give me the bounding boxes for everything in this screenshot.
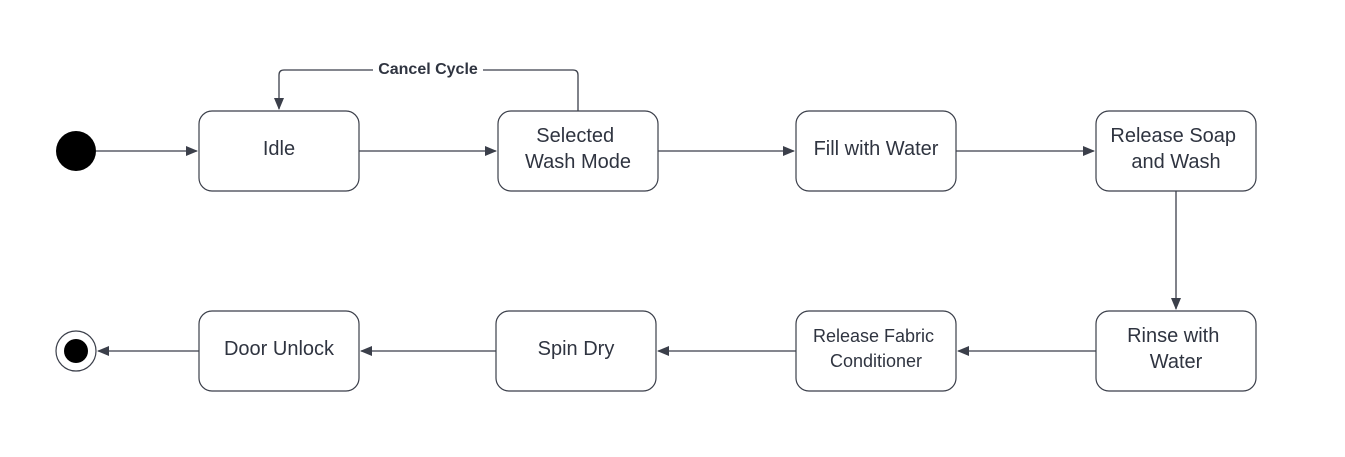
state-rinse: Rinse with Water [1095, 310, 1257, 392]
state-fill-with-water: Fill with Water [795, 110, 957, 192]
state-idle: Idle [198, 110, 360, 192]
state-idle-box [198, 110, 360, 192]
final-node-dot [64, 339, 88, 363]
state-door-unlock-label: Door Unlock [224, 338, 335, 360]
state-release-fabric-label: Release Fabric Conditioner [813, 326, 939, 371]
state-release-soap-line-2: and Wash [1131, 151, 1220, 173]
state-release-fabric-line-2: Conditioner [830, 351, 922, 371]
state-rinse-line-2: Water [1150, 351, 1203, 373]
state-spin-dry-box [495, 310, 657, 392]
state-release-fabric-box [795, 310, 957, 392]
state-spin-dry: Spin Dry [495, 310, 657, 392]
state-release-soap-line-1: Release Soap [1110, 125, 1236, 147]
state-release-soap: Release Soap and Wash [1095, 110, 1257, 192]
state-selected-wash-mode-label: Selected Wash Mode [525, 125, 631, 173]
cancel-cycle-label-bg [373, 59, 483, 79]
state-door-unlock-box [198, 310, 360, 392]
state-spin-dry-label: Spin Dry [538, 338, 615, 360]
state-rinse-box [1095, 310, 1257, 392]
state-release-fabric: Release Fabric Conditioner [795, 310, 957, 392]
initial-node [56, 131, 96, 171]
state-selected-wash-mode: Selected Wash Mode [497, 110, 659, 192]
state-idle-line-1: Idle [263, 138, 295, 160]
state-idle-label: Idle [263, 138, 295, 160]
state-door-unlock-line-1: Door Unlock [224, 338, 335, 360]
state-spin-dry-line-1: Spin Dry [538, 338, 615, 360]
state-release-soap-label: Release Soap and Wash [1110, 125, 1241, 173]
state-selected-wash-mode-line-2: Wash Mode [525, 151, 631, 173]
state-rinse-label: Rinse with Water [1127, 325, 1225, 373]
state-selected-wash-mode-box [497, 110, 659, 192]
state-fill-with-water-label: Fill with Water [814, 138, 939, 160]
state-door-unlock: Door Unlock [198, 310, 360, 392]
cancel-cycle-label: Cancel Cycle [378, 61, 478, 78]
state-fill-with-water-line-1: Fill with Water [814, 138, 939, 160]
state-selected-wash-mode-line-1: Selected [536, 125, 614, 147]
state-rinse-line-1: Rinse with [1127, 325, 1219, 347]
final-node [55, 330, 97, 372]
state-release-fabric-line-1: Release Fabric [813, 326, 934, 346]
state-fill-with-water-box [795, 110, 957, 192]
state-release-soap-box [1095, 110, 1257, 192]
